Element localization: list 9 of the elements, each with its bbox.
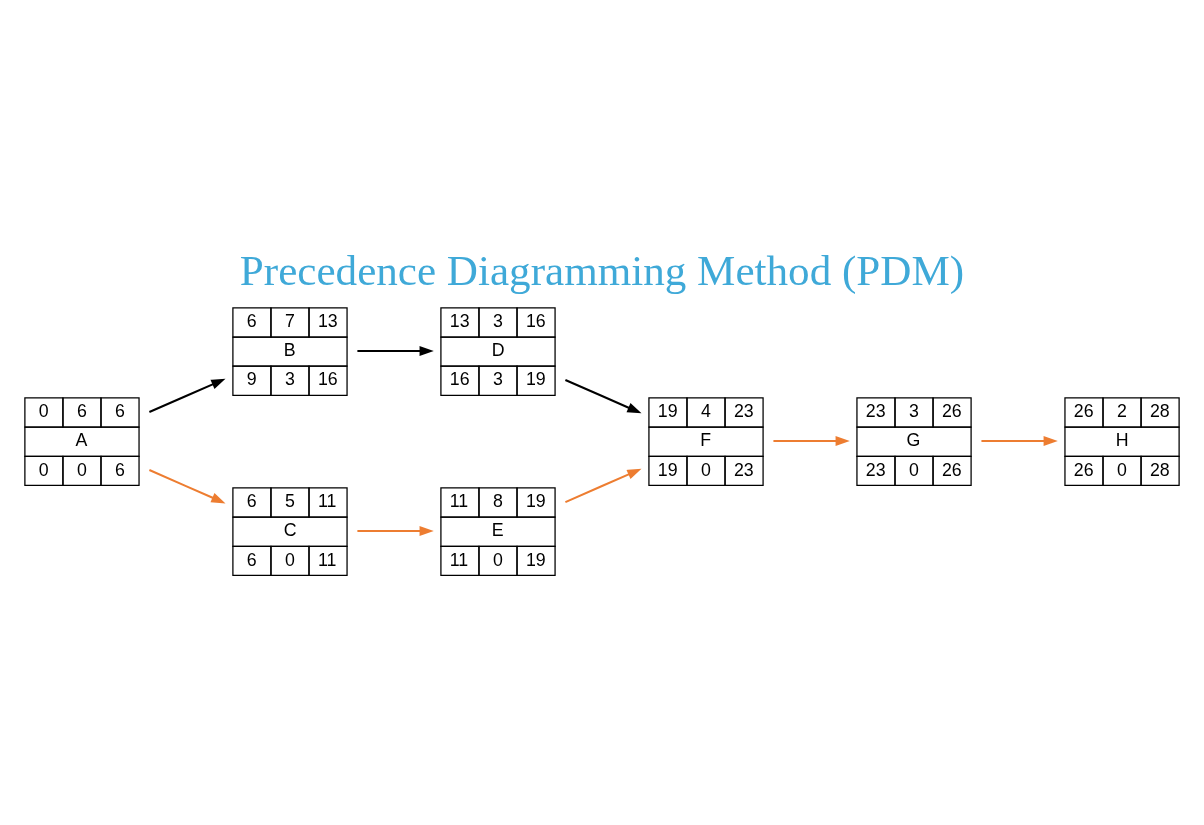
diagram-title: Precedence Diagramming Method (PDM) (239, 246, 965, 294)
arrow (565, 379, 642, 414)
arrow (357, 346, 434, 356)
arrow (148, 378, 226, 413)
arrow (565, 468, 642, 504)
arrow (148, 469, 226, 504)
arrow (981, 436, 1058, 447)
arrow (773, 436, 850, 447)
arrow (357, 526, 434, 537)
